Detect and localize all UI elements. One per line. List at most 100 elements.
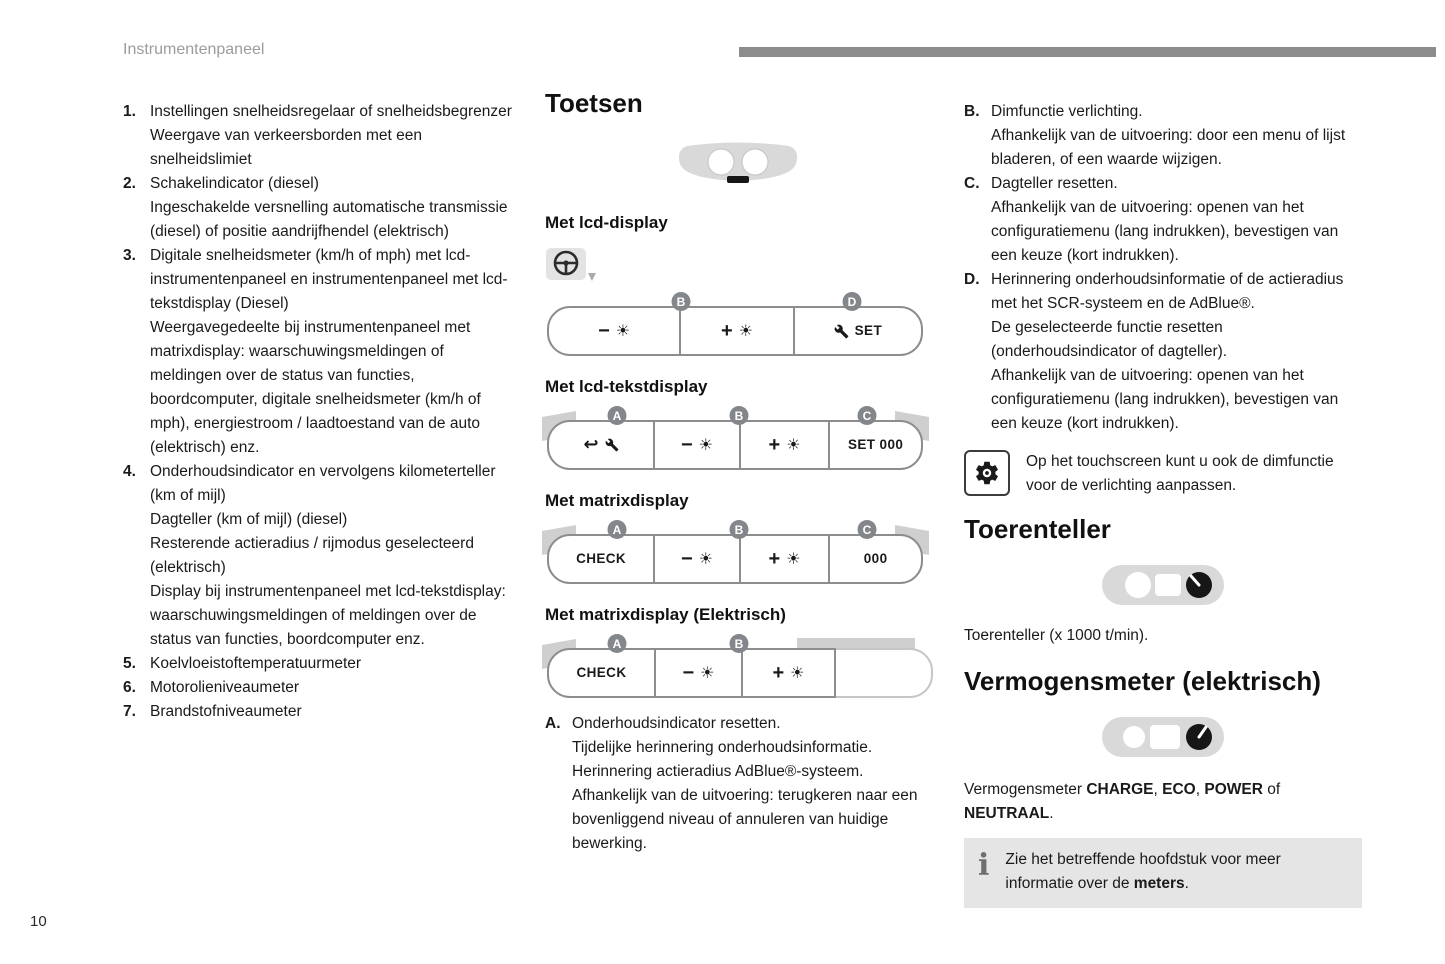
set-000-label: SET 000: [847, 437, 904, 452]
power-text-part: ,: [1153, 781, 1163, 798]
legend-item: 5. Koelvloeistoftemperatuurmeter: [123, 652, 515, 676]
info-text-bold: meters: [1133, 875, 1185, 892]
tachometer-illustration: [1102, 565, 1224, 605]
minus-symbol: −: [680, 548, 693, 570]
callout-badge-a: A: [607, 520, 627, 539]
power-mode-neutraal: NEUTRAAL: [964, 805, 1050, 822]
subheading-matrix-display-electric: Met matrixdisplay (Elektrisch): [545, 605, 786, 624]
button-panel-lcd-text-display: A B C ↩ − ☀ + ☀ SET 000: [542, 406, 931, 470]
check-label: CHECK: [576, 665, 627, 680]
legend-item-text: Herinnering onderhoudsinformatie of de a…: [991, 271, 1344, 432]
legend-item-letter: D.: [964, 271, 980, 288]
legend-item-text: Koelvloeistoftemperatuurmeter: [150, 655, 362, 672]
legend-item-letter: B.: [964, 103, 980, 120]
legend-item-number: 5.: [123, 655, 136, 672]
trip-000-label: 000: [863, 551, 888, 566]
callout-badge-b: B: [671, 292, 691, 311]
power-text-part: .: [1049, 805, 1054, 822]
brightness-down-button: − ☀: [653, 422, 739, 468]
legend-item-text: Brandstofniveaumeter: [150, 703, 302, 720]
touchscreen-note: Op het touchscreen kunt u ook de dimfunc…: [964, 450, 1362, 498]
legend-item-text: Onderhoudsindicator resetten. Tijdelijke…: [572, 715, 918, 852]
header-rule: [739, 47, 1436, 57]
power-mode-eco: ECO: [1162, 781, 1196, 798]
minus-symbol: −: [680, 434, 693, 456]
legend-item: 4. Onderhoudsindicator en vervolgens kil…: [123, 460, 515, 652]
brightness-up-button: + ☀: [741, 650, 834, 696]
callout-badge-c: C: [857, 520, 877, 539]
settings-box: [964, 450, 1010, 496]
legend-item-text: Dagteller resetten. Afhankelijk van de u…: [991, 175, 1339, 264]
callout-badge-d: D: [842, 292, 862, 311]
button-panel-matrix-display-electric: A B CHECK − ☀ + ☀: [542, 634, 933, 698]
callout-badge-a: A: [607, 406, 627, 425]
power-meter-text: Vermogensmeter CHARGE, ECO, POWER of NEU…: [964, 778, 1362, 826]
touchscreen-note-text: Op het touchscreen kunt u ook de dimfunc…: [1026, 453, 1334, 494]
page-number: 10: [30, 913, 47, 930]
check-button: CHECK: [549, 650, 654, 696]
legend-item-text: Schakelindicator (diesel) Ingeschakelde …: [150, 175, 508, 240]
brightness-sun-icon: ☀: [698, 549, 714, 568]
set-trip-button: SET 000: [828, 422, 921, 468]
button-panel-matrix-display: A B C CHECK − ☀ + ☀ 000: [542, 520, 931, 584]
button-strip: CHECK − ☀ + ☀: [547, 648, 836, 698]
legend-item-text: Motorolieniveaumeter: [150, 679, 300, 696]
callout-badge-b: B: [729, 520, 749, 539]
minus-symbol: −: [598, 320, 610, 342]
brightness-up-button: + ☀: [679, 308, 793, 354]
wrench-icon: [605, 438, 619, 452]
brightness-down-button: − ☀: [653, 536, 739, 582]
legend-item-text: Instellingen snelheidsregelaar of snelhe…: [150, 103, 512, 168]
info-text-part: Zie het betreffende hoofdstuk voor meer …: [1005, 851, 1281, 892]
power-mode-charge: CHARGE: [1086, 781, 1154, 798]
brightness-sun-icon: ☀: [738, 321, 753, 340]
minus-symbol: −: [682, 662, 695, 684]
subheading-matrix-display: Met matrixdisplay: [545, 491, 689, 510]
check-label: CHECK: [576, 551, 627, 566]
set-label: SET: [854, 323, 883, 338]
wrench-icon: [834, 324, 849, 338]
legend-item: 6. Motorolieniveaumeter: [123, 676, 515, 700]
brightness-down-button: − ☀: [654, 650, 741, 696]
info-note-box: i Zie het betreffende hoofdstuk voor mee…: [964, 838, 1362, 908]
brightness-sun-icon: ☀: [786, 435, 801, 454]
legend-item: 1. Instellingen snelheidsregelaar of sne…: [123, 100, 515, 172]
button-strip: CHECK − ☀ + ☀ 000: [547, 534, 923, 584]
return-arrow-icon: ↩: [583, 434, 599, 455]
brightness-sun-icon: ☀: [786, 549, 801, 568]
brightness-sun-icon: ☀: [700, 663, 715, 682]
legend-item-letter: A.: [545, 715, 561, 732]
callout-badge-a: A: [607, 634, 627, 653]
subheading-lcd-text-display: Met lcd-tekstdisplay: [545, 377, 708, 396]
callout-badge-c: C: [857, 406, 877, 425]
legend-item-text: Digitale snelheidsmeter (km/h of mph) me…: [150, 247, 508, 456]
legend-column: 1. Instellingen snelheidsregelaar of sne…: [123, 100, 515, 724]
section-title-vermogensmeter: Vermogensmeter (elektrisch): [964, 666, 1321, 696]
info-icon: i: [978, 848, 990, 883]
callout-badge-b: B: [729, 634, 749, 653]
legend-item-number: 7.: [123, 703, 136, 720]
chapter-title: Instrumentenpaneel: [123, 41, 265, 58]
legend-item-letter: C.: [964, 175, 980, 192]
brightness-up-button: + ☀: [738, 422, 828, 468]
brightness-sun-icon: ☀: [790, 663, 805, 682]
button-panel-lcd-display: B D − ☀ + ☀ SET: [545, 292, 931, 356]
section-title-toerenteller: Toerenteller: [964, 514, 1111, 544]
button-strip: − ☀ + ☀ SET: [547, 306, 923, 356]
legend-item-b: B. Dimfunctie verlichting. Afhankelijk v…: [964, 100, 1362, 172]
legend-item-a: A. Onderhoudsindicator resetten. Tijdeli…: [545, 712, 931, 856]
brightness-down-button: − ☀: [549, 308, 679, 354]
callout-badge-b: B: [729, 406, 749, 425]
plus-symbol: +: [768, 548, 781, 570]
buttons-column: Toetsen Met lcd-display B D − ☀: [542, 88, 933, 856]
legend-item-number: 6.: [123, 679, 136, 696]
info-text-part: .: [1184, 875, 1189, 892]
power-text-part: of: [1262, 781, 1281, 798]
subheading-lcd-display: Met lcd-display: [545, 213, 668, 232]
info-note-text: Zie het betreffende hoofdstuk voor meer …: [1005, 848, 1348, 896]
brightness-sun-icon: ☀: [698, 435, 714, 454]
check-button: CHECK: [549, 536, 653, 582]
brightness-up-button: + ☀: [738, 536, 828, 582]
legend-item: 3. Digitale snelheidsmeter (km/h of mph)…: [123, 244, 515, 460]
